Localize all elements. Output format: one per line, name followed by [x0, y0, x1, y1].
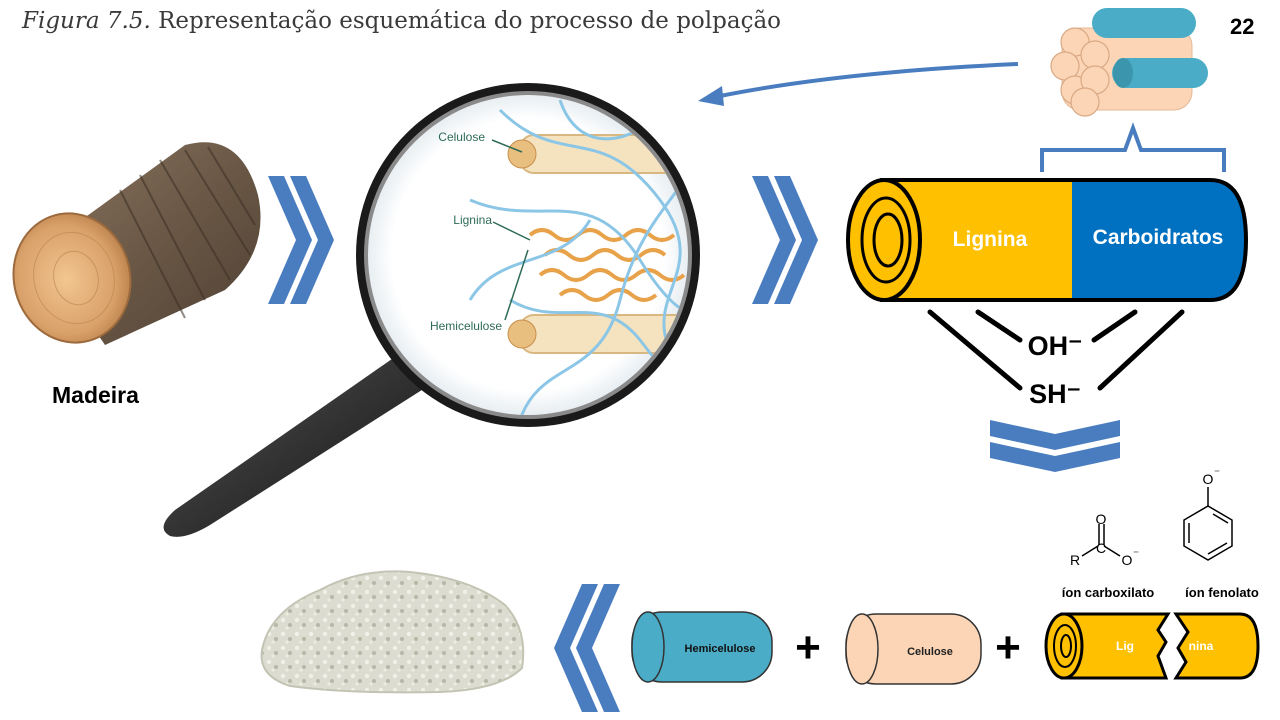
magnifier-label-hemicellulose: Hemicelulose: [430, 319, 502, 333]
figure-title: Representação esquemática do processo de…: [158, 8, 782, 34]
cellulose-label: Celulose: [907, 646, 953, 658]
arrow-right-2: [752, 176, 818, 304]
magnifying-glass: Celulose Lignina Hemicelulose: [163, 83, 700, 537]
carboxylate-r: R: [1070, 552, 1080, 568]
arrow-down: [990, 420, 1120, 472]
phenolate-structure: [1183, 487, 1233, 561]
carboxylate-c: C: [1096, 540, 1106, 556]
phenolate-label: íon fenolato: [1185, 585, 1259, 600]
hemicellulose-cylinder: Hemicelulose: [631, 611, 773, 683]
plus-sign-1: +: [795, 623, 821, 672]
wood-log-image: [12, 142, 261, 345]
magnifier-label-cellulose: Celulose: [438, 130, 485, 144]
carboxylate-label: íon carboxilato: [1062, 585, 1155, 600]
arrow-bundle-to-magnifier: [698, 62, 1019, 106]
lignin-strands: [528, 228, 686, 302]
broken-lignin-left-label: Lig: [1116, 639, 1134, 653]
bracket: [1040, 122, 1226, 172]
arrow-left: [554, 584, 620, 712]
pulp-pile-image: [260, 570, 525, 694]
figure-caption: Figura 7.5. Representação esquemática do…: [22, 8, 781, 34]
phenolate-charge: ⁻: [1214, 466, 1220, 480]
hydroxide-ion: OH⁻: [1028, 331, 1083, 361]
reagent-lines: [927, 309, 1185, 391]
arrow-right-1: [268, 176, 334, 304]
phenolate-o: O: [1203, 471, 1214, 487]
page-number: 22: [1230, 14, 1255, 39]
fiber-cylinder: Lignina Carboidratos: [846, 178, 1249, 302]
lignin-label: Lignina: [953, 228, 1028, 251]
carboxylate-charge: ⁻: [1133, 547, 1139, 561]
broken-lignin-cylinder: Lig nina: [1044, 612, 1260, 680]
hemicellulose-label: Hemicelulose: [685, 643, 756, 655]
carboxylate-o-minus: O: [1122, 552, 1133, 568]
figure-number: Figura 7.5.: [22, 8, 151, 34]
cellulose-cylinder: Celulose: [845, 613, 982, 685]
carbohydrate-label: Carboidratos: [1093, 226, 1224, 249]
magnifier-label-lignin: Lignina: [453, 213, 492, 227]
broken-lignin-right-label: nina: [1189, 639, 1214, 653]
plus-sign-2: +: [995, 623, 1021, 672]
hydrosulfide-ion: SH⁻: [1029, 379, 1081, 409]
wood-label: Madeira: [52, 382, 139, 408]
fiber-bundle-icon: [1050, 8, 1208, 117]
carboxylate-structure: [1081, 524, 1121, 557]
carboxylate-o-top: O: [1096, 511, 1107, 527]
